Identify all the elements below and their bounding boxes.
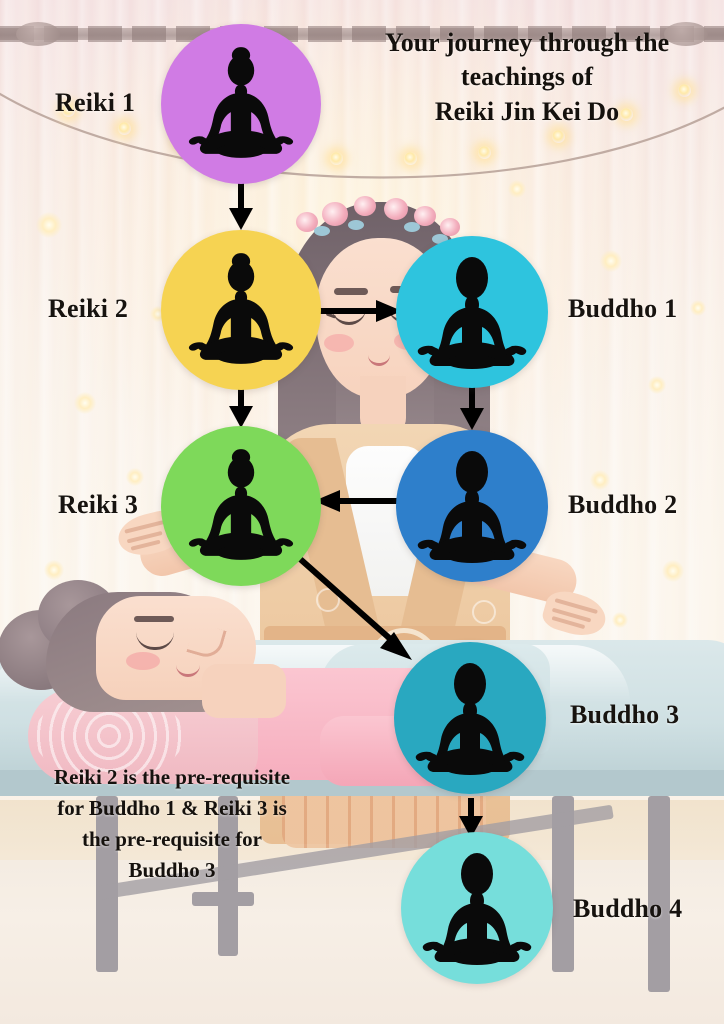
table-foot-brace <box>192 892 254 906</box>
arrow-buddho3-to-buddho4 <box>456 798 488 840</box>
table-leg <box>648 796 670 992</box>
meditating-figure-silhouette-icon <box>417 257 527 369</box>
fairy-light-bulb <box>330 152 343 165</box>
sparkle <box>126 468 144 486</box>
fairy-light-bulb <box>678 84 691 97</box>
sparkle <box>690 300 706 316</box>
meditating-figure-silhouette-icon <box>417 451 527 563</box>
curtain-rod-rings <box>0 26 724 42</box>
node-buddho-3[interactable] <box>394 642 546 794</box>
arrow-reiki1-to-reiki2 <box>226 180 258 232</box>
note-line-2: for Buddho 1 & Reiki 3 is <box>57 796 287 821</box>
sparkle <box>74 392 96 414</box>
fairy-light-bulb <box>118 122 131 135</box>
title-line-3: Reiki Jin Kei Do <box>434 96 620 126</box>
page-title: Your journey through the teachings of Re… <box>362 26 692 129</box>
fairy-light-bulb <box>478 146 491 159</box>
string-light-wire <box>0 40 724 220</box>
arrow-reiki3-to-buddho3 <box>288 547 424 674</box>
sparkle <box>36 212 62 238</box>
label-buddho-2: Buddho 2 <box>568 490 678 519</box>
node-reiki-1[interactable] <box>161 24 321 184</box>
sparkle <box>662 560 684 582</box>
fairy-light-bulb <box>62 104 75 117</box>
label-buddho-1: Buddho 1 <box>568 294 678 323</box>
meditating-woman-silhouette-icon <box>188 449 294 560</box>
fairy-light-bulb <box>620 108 633 121</box>
node-buddho-4[interactable] <box>401 832 553 984</box>
arrow-reiki2-to-buddho1 <box>312 296 404 326</box>
arrow-buddho1-to-buddho2 <box>457 386 489 432</box>
client-closed-eye <box>136 632 174 650</box>
client-eyebrow <box>134 616 174 622</box>
node-buddho-1[interactable] <box>396 236 548 388</box>
curtain-finial-left <box>16 22 60 46</box>
note-line-1: Reiki 2 is the pre-requisite <box>53 765 291 789</box>
meditating-woman-silhouette-icon <box>188 47 294 158</box>
node-reiki-3[interactable] <box>161 426 321 586</box>
label-buddho-4: Buddho 4 <box>573 894 683 923</box>
sparkle <box>648 376 666 394</box>
note-line-3: the pre-requisite for <box>81 827 263 852</box>
sparkle <box>590 470 610 490</box>
meditating-figure-silhouette-icon <box>415 663 525 775</box>
client-mouth <box>176 664 200 677</box>
flower-crown <box>292 196 468 248</box>
node-buddho-2[interactable] <box>396 430 548 582</box>
label-buddho-3: Buddho 3 <box>570 700 680 729</box>
curtain-finial-right <box>664 22 708 46</box>
arrow-reiki2-to-reiki3 <box>226 386 258 430</box>
title-line-1: Your journey through the <box>384 28 670 57</box>
sparkle <box>44 560 64 580</box>
label-reiki-2: Reiki 2 <box>48 294 129 323</box>
fairy-light-bulb <box>404 152 417 165</box>
label-reiki-3: Reiki 3 <box>58 490 139 519</box>
node-reiki-2[interactable] <box>161 230 321 390</box>
meditating-woman-silhouette-icon <box>188 253 294 364</box>
sparkle <box>600 250 622 272</box>
label-reiki-1: Reiki 1 <box>55 88 136 117</box>
client-blush <box>126 652 160 670</box>
title-line-2: teachings of <box>460 62 594 92</box>
sparkle <box>508 180 526 198</box>
fairy-light-bulb <box>552 130 565 143</box>
arrow-buddho2-to-reiki3 <box>312 486 404 516</box>
meditating-figure-silhouette-icon <box>422 853 532 965</box>
client-neck <box>202 664 286 718</box>
table-leg <box>552 796 574 972</box>
prerequisite-note: Reiki 2 is the pre-requisite for Buddho … <box>22 762 322 886</box>
note-line-4: Buddho 3 <box>128 858 216 883</box>
sparkle <box>612 612 628 628</box>
